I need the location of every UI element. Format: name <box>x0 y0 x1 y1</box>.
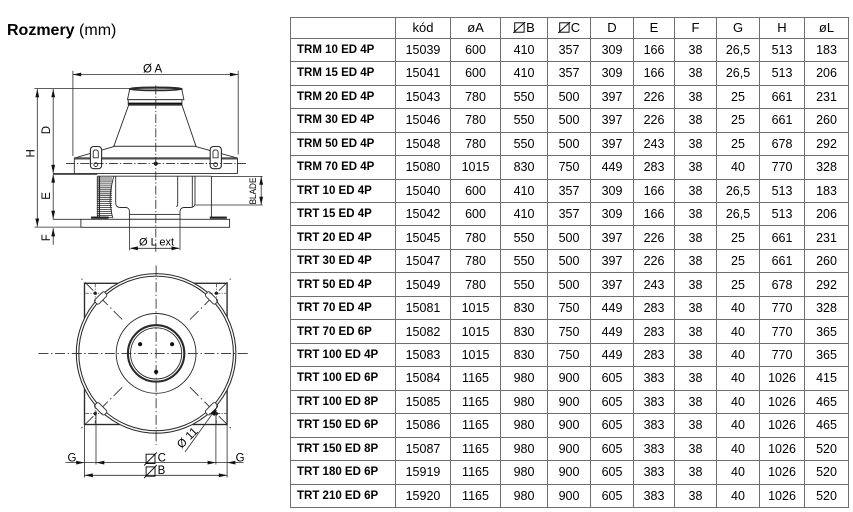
svg-text:D: D <box>41 126 53 134</box>
svg-text:B: B <box>158 465 166 477</box>
svg-text:H: H <box>25 149 37 157</box>
svg-text:F: F <box>41 234 53 241</box>
svg-text:Ø A: Ø A <box>143 63 163 75</box>
svg-text:G: G <box>68 452 77 464</box>
svg-text:BLADE: BLADE <box>248 178 259 205</box>
svg-text:C: C <box>158 452 166 464</box>
svg-text:Ø L ext: Ø L ext <box>139 237 174 249</box>
svg-text:E: E <box>41 192 53 200</box>
svg-text:G: G <box>236 452 245 464</box>
